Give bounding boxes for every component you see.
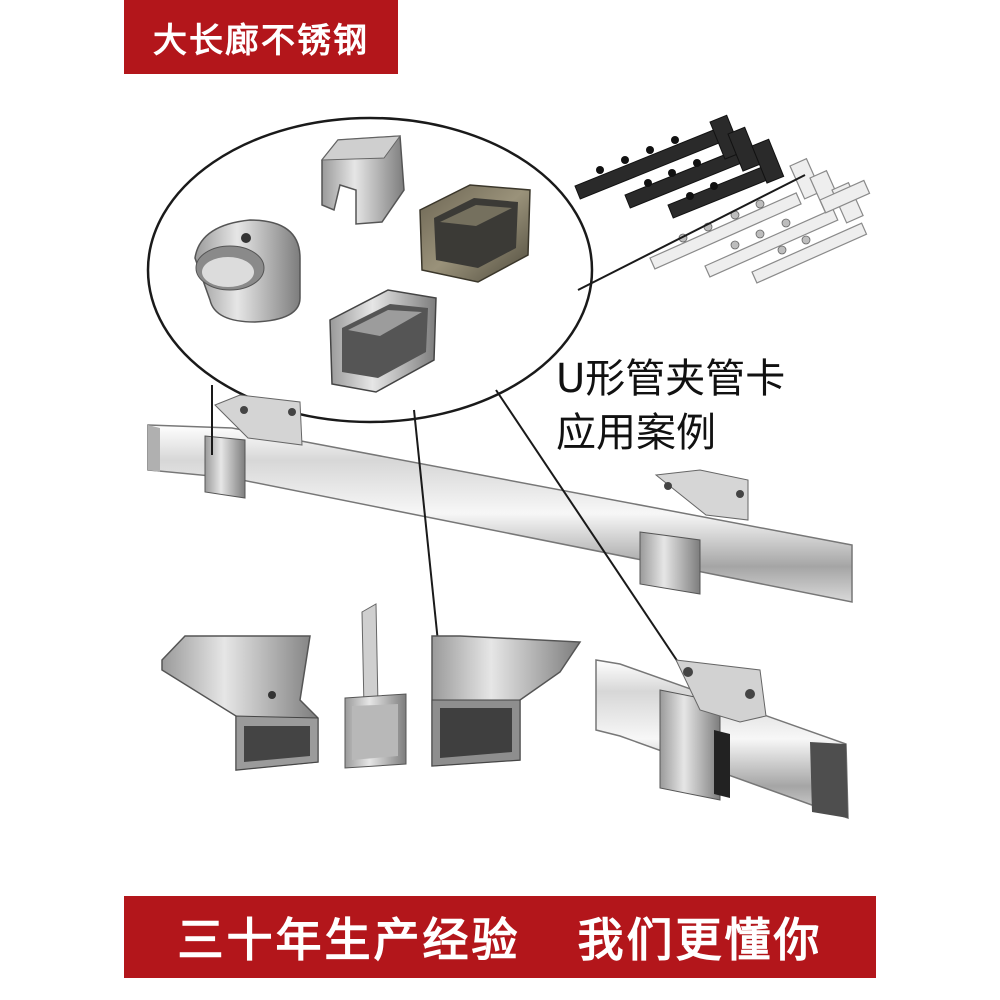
brand-label: 大长廊不锈钢 [153, 20, 369, 61]
slogan-text: 三十年生产经验 我们更懂你 [177, 913, 823, 967]
pointer-line [495, 389, 691, 681]
u-clip-brushed-icon [320, 135, 405, 225]
brand-banner: 大长廊不锈钢 [124, 0, 398, 74]
single-tab-clip-icon [344, 603, 407, 769]
u-clip-round-icon [194, 219, 301, 323]
caption: U形管夹管卡 应用案例 [556, 352, 785, 460]
square-clip-polished-icon [329, 289, 437, 393]
bracket-hook-icon [161, 635, 319, 771]
slogan-banner: 三十年生产经验 我们更懂你 [124, 896, 876, 978]
bracket-hook-right-icon [431, 635, 582, 767]
callout-line [577, 174, 806, 291]
caption-line2: 应用案例 [556, 410, 716, 456]
rail-bracket-black-icon [574, 114, 785, 219]
long-tube-icon [147, 394, 853, 603]
caption-line1: U形管夹管卡 [556, 356, 786, 402]
rail-bracket-chrome-icon [649, 157, 871, 284]
closeup-tube-clip-icon [595, 659, 849, 820]
callout-circle [146, 116, 594, 424]
square-clip-dark-icon [419, 184, 531, 283]
